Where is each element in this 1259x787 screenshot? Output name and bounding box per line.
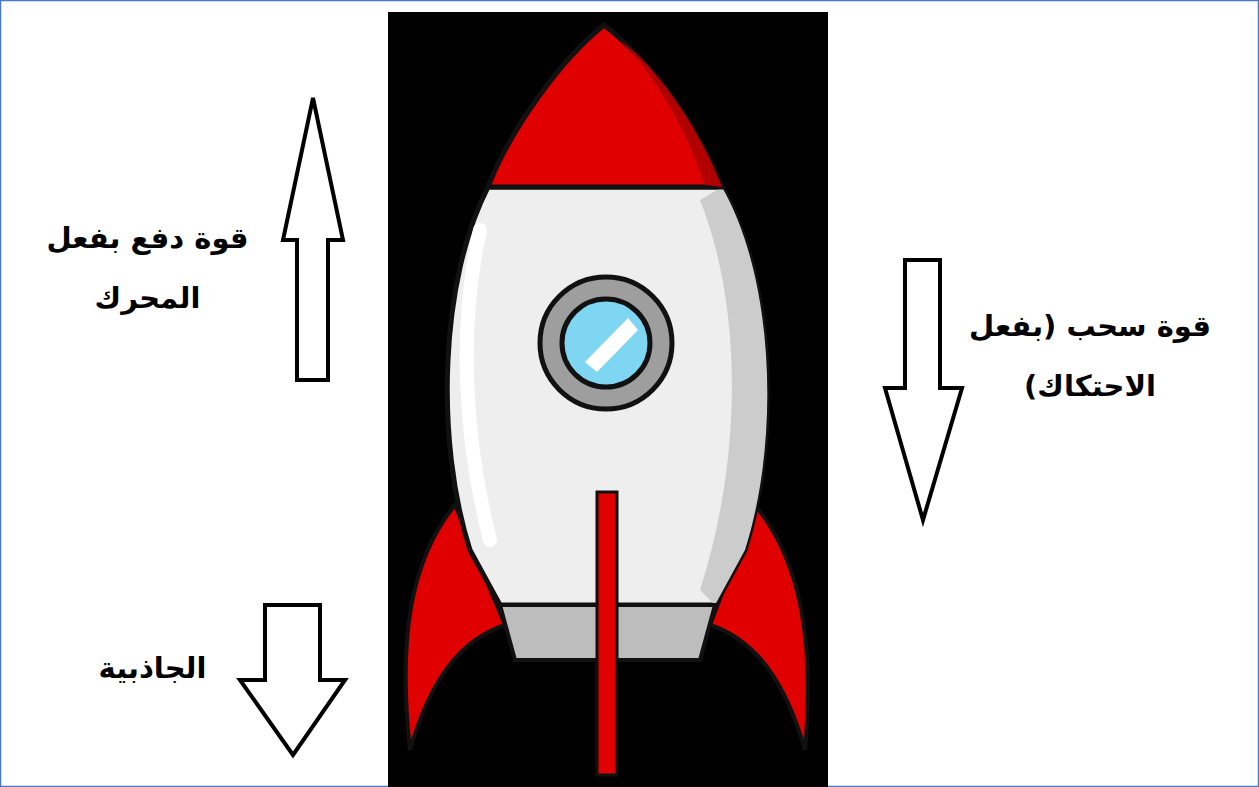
- gravity-arrow: [240, 605, 345, 755]
- window-glint: [585, 318, 638, 372]
- thrust-label: قوة دفع بفعل المحرك: [35, 208, 260, 328]
- nose-cone: [488, 25, 722, 187]
- gravity-label: الجاذبية: [60, 638, 245, 698]
- thrust-arrow: [283, 98, 343, 380]
- center-stripe: [597, 492, 617, 775]
- body-shade: [700, 187, 767, 605]
- window-glass: [562, 299, 650, 387]
- window-rim: [540, 277, 672, 409]
- drag-label: قوة سحب (بفعل الاحتكاك): [955, 296, 1225, 416]
- body-highlight: [467, 230, 490, 540]
- drag-arrow: [885, 260, 962, 520]
- space-background: [388, 12, 828, 787]
- nose-shade: [620, 40, 722, 187]
